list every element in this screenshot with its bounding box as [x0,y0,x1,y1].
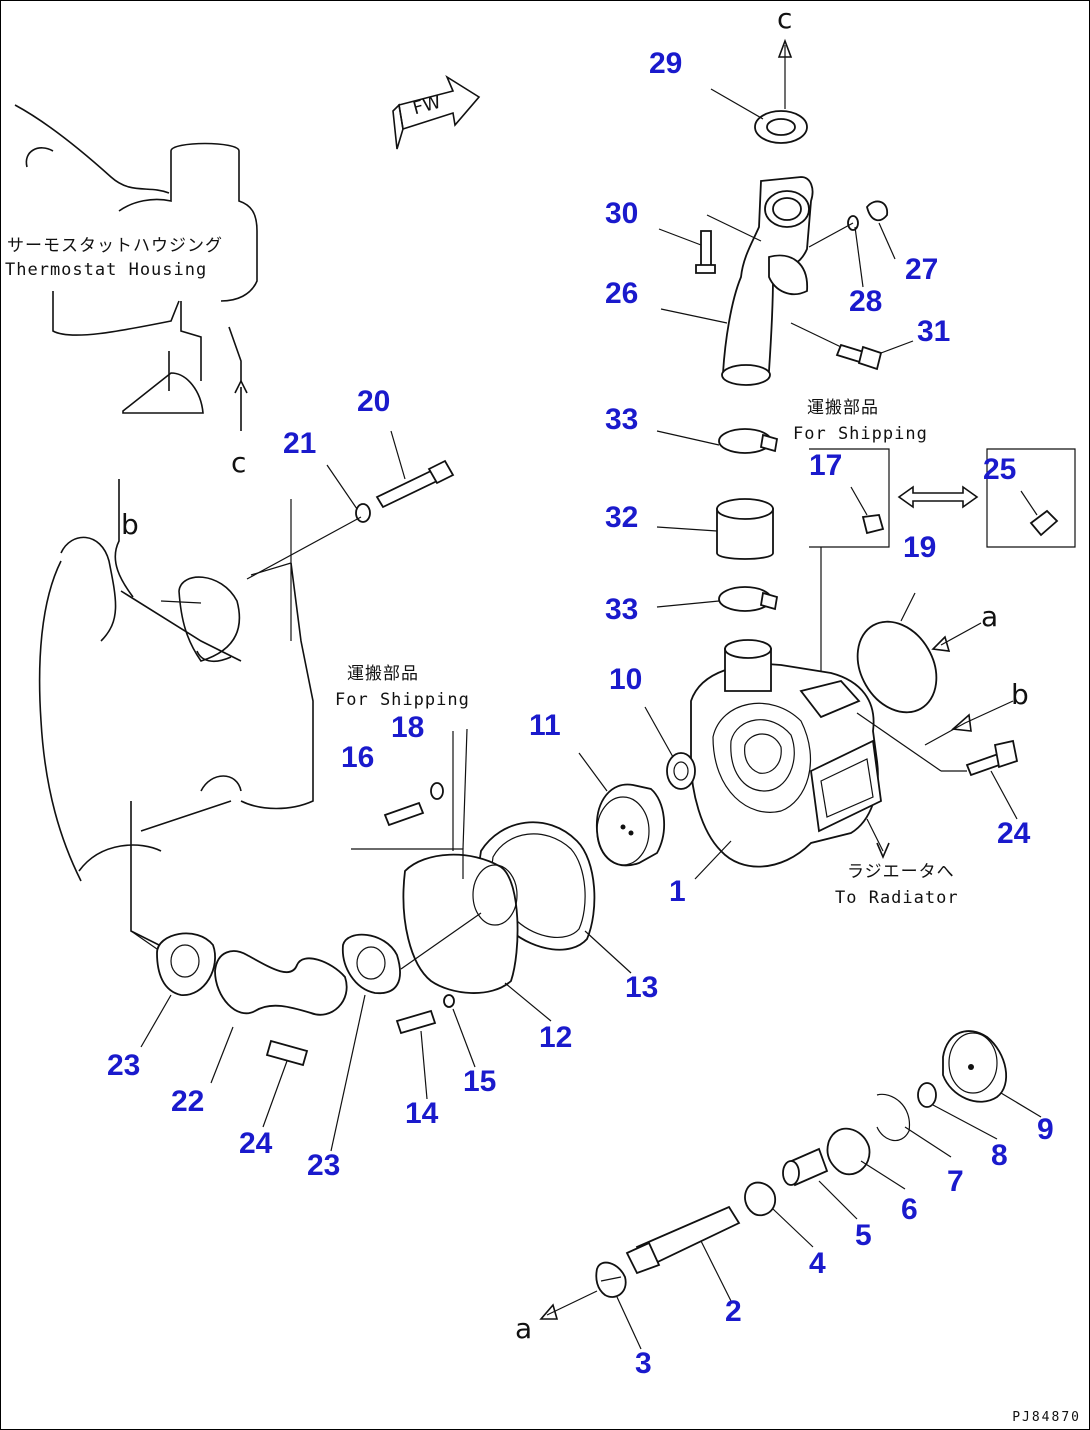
to-radiator-label-jp: ラジエータへ [847,862,955,882]
callout-17: 17 [809,449,843,482]
marker-c-top: c [777,2,793,35]
hose-and-clamps [716,428,779,612]
callout-22: 22 [171,1085,205,1118]
callout-7: 7 [947,1165,964,1198]
callout-12: 12 [539,1021,573,1054]
callout-24-right: 24 [997,817,1031,850]
marker-a-right: a [981,600,999,633]
thermostat-housing-label-en: Thermostat Housing [5,260,208,280]
callout-14: 14 [405,1097,439,1130]
drawing-id: PJ84870 [1012,1410,1081,1425]
callout-13: 13 [625,971,659,1004]
callout-4: 4 [809,1247,826,1280]
seal-10-impeller-11 [596,752,696,867]
callout-28: 28 [849,285,883,318]
callout-6: 6 [901,1193,918,1226]
engine-block-outline [38,479,314,952]
callout-5: 5 [855,1219,872,1252]
callout-33-bottom: 33 [605,593,639,626]
callout-20: 20 [357,385,391,418]
callout-18: 18 [391,711,425,744]
for-shipping-label-en-1: For Shipping [793,424,928,444]
pipe-bolts [695,200,888,371]
callout-9: 9 [1037,1113,1054,1146]
callout-23-right: 23 [307,1149,341,1182]
callout-11: 11 [529,709,561,742]
front-direction-arrow [392,74,481,150]
callout-3: 3 [635,1347,652,1380]
o-ring-19 [856,620,982,714]
callout-8: 8 [991,1139,1008,1172]
elbow-22-gaskets-23 [130,930,401,1067]
callout-25: 25 [983,453,1017,486]
callout-2: 2 [725,1295,742,1328]
callout-19: 19 [903,531,937,564]
shipping-bolt-boxes [809,448,1076,691]
cover-bolts [383,782,482,1035]
to-radiator-label-en: To Radiator [835,888,959,908]
thermostat-housing [14,104,258,431]
marker-b-left: b [121,508,139,541]
callout-10: 10 [609,663,643,696]
callout-32: 32 [605,501,639,534]
callout-16: 16 [341,741,375,774]
b-arrow-right [924,700,1019,777]
callout-24-left: 24 [239,1127,273,1160]
callout-33-top: 33 [605,403,639,436]
callout-30: 30 [605,197,639,230]
for-shipping-label-en-2: For Shipping [335,690,470,710]
leader-lines [140,88,1042,1350]
callout-27: 27 [905,253,939,286]
callout-1: 1 [669,875,686,908]
thermostat-housing-label-jp: サーモスタットハウジング [7,236,223,256]
callout-23-left: 23 [107,1049,141,1082]
shaft-assembly [539,1030,1007,1320]
water-pump-body [690,639,967,868]
marker-b-right: b [1011,678,1029,711]
callout-31: 31 [917,315,951,348]
callout-26: 26 [605,277,639,310]
marker-c-left: c [231,446,247,479]
callout-21: 21 [283,427,317,460]
callout-29: 29 [649,47,683,80]
for-shipping-label-jp-1: 運搬部品 [807,398,879,418]
water-pipe-26 [721,38,814,386]
for-shipping-label-jp-2: 運搬部品 [347,664,419,684]
callout-15: 15 [463,1065,497,1098]
bolt-20-group [246,459,455,641]
marker-a-bottom: a [515,1312,533,1345]
